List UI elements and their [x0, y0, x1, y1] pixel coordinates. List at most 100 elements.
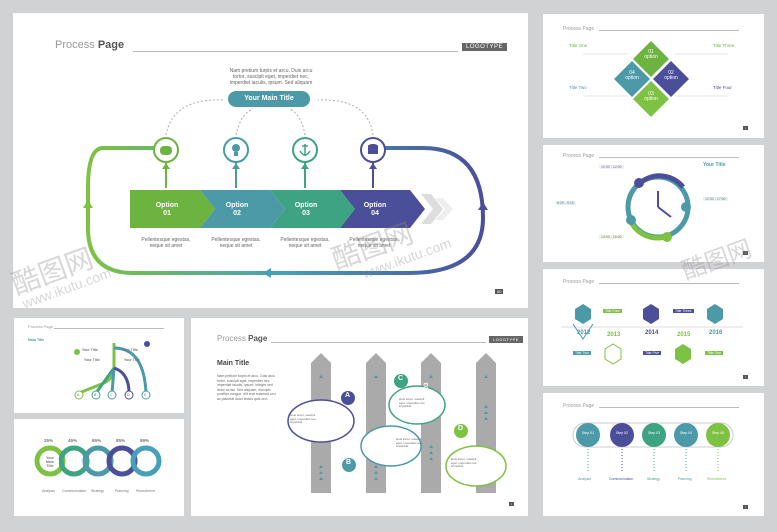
- ring-label-1: Analysis: [42, 489, 56, 493]
- chevron-tail-2: [435, 198, 453, 220]
- intro-text: Nam pretium turpis et arcu. Duis arcu to…: [229, 68, 313, 86]
- arrows-letter-a: A: [345, 392, 351, 399]
- tree-letter-b: B: [94, 393, 97, 397]
- arrows-step-2: Step 02: [369, 436, 375, 458]
- cloud-text-1: Duis tortor, suscipit eget, imperdiet ne…: [290, 413, 317, 424]
- arrows-letter-c: C: [398, 375, 404, 382]
- title-rule: [133, 51, 458, 52]
- steps-slide-title: Process Page: [563, 403, 595, 409]
- step-label-5: Step 05: [711, 431, 725, 435]
- clock-slide-title: Process Page: [563, 153, 595, 159]
- time-label-1: 10:00 - 12:00: [599, 165, 624, 169]
- timeline-tag-1: Title Four: [603, 309, 622, 313]
- year-2013: 2013: [607, 332, 621, 338]
- timeline-tag-2: Title Three: [673, 309, 694, 313]
- option-arrow-3: [270, 190, 355, 228]
- steps-caption-1: Analysis: [578, 477, 592, 481]
- ring-center-title: Your Main Title: [46, 456, 54, 468]
- steps-caption-2: Communication: [609, 477, 634, 481]
- option-desc-1: Pellentesque egestas, neque sit amet: [141, 237, 191, 249]
- arrows-body: Nam pretium turpis et arcu. Duis arcu to…: [217, 374, 277, 401]
- year-2015: 2015: [677, 332, 691, 338]
- dash-link-3: [288, 108, 306, 136]
- steps-caption-4: Planning: [678, 477, 692, 481]
- tree-letter-d: D: [127, 393, 130, 397]
- diamond-slide-title: Process Page: [563, 26, 595, 32]
- tree-main-title: Main Title: [28, 338, 45, 342]
- dash-link-2: [235, 108, 254, 136]
- arrows-main-title: Main Title: [217, 360, 250, 367]
- year-2012: 2012: [577, 330, 591, 336]
- diamond-grid: [583, 41, 728, 117]
- timeline-slide-title: Process Page: [563, 279, 595, 285]
- timeline-hexagons: [561, 304, 743, 365]
- steps-caption-3: Strategy: [647, 477, 661, 481]
- time-label-3: 12:30 - 17:00: [703, 197, 728, 201]
- steps-circles-slide: Process Page Step 01 Step 02 Step 03 Ste…: [543, 393, 764, 516]
- arrows-diagram: [287, 353, 507, 493]
- rings-diagram: [34, 445, 162, 477]
- tree-your-title-1: Your Title: [82, 348, 98, 352]
- tree-slide-title: Process Page: [28, 324, 53, 329]
- ring-pct-4: 85%: [116, 438, 126, 443]
- diamond-slide: Process Page Title One Title Three Title…: [543, 14, 764, 138]
- step-label-2: Step 02: [615, 431, 629, 435]
- ring-pct-5: 99%: [140, 438, 150, 443]
- timeline-slide: Process Page 2012 2013 2014 2015 2016 Ti…: [543, 269, 764, 386]
- loop-arrow-up-right: [478, 202, 488, 210]
- option-arrow-4: [340, 190, 425, 228]
- time-label-2: 8:00 - 9:15: [555, 201, 576, 205]
- option-desc-3: Pellentesque egestas, neque sit amet: [280, 237, 330, 249]
- rings-slide: 25% 45% 65% 85% 99% Your Main Title Anal…: [14, 419, 184, 516]
- ring-pct-2: 45%: [68, 438, 78, 443]
- cloud-text-3: Duis tortor, suscipit eget, imperdiet ne…: [399, 397, 426, 408]
- arrows-logotype: LOGOTYPE: [489, 336, 524, 343]
- icon-circle-2: [223, 137, 249, 188]
- dash-arc-right: [317, 99, 374, 136]
- ring-label-3: Strategy: [91, 489, 105, 493]
- ring-label-4: Planning: [115, 489, 129, 493]
- option-desc-2: Pellentesque egestas, neque sit amet: [211, 237, 261, 249]
- ring-label-2: Communication: [62, 489, 87, 493]
- chevron-tail-1: [421, 194, 443, 224]
- step-label-4: Step 04: [679, 431, 693, 435]
- tree-letter-a: A: [77, 393, 80, 397]
- tree-letter-c: C: [110, 393, 113, 397]
- clock-diagram: [625, 173, 691, 242]
- process-diagram: [83, 99, 488, 278]
- clock-your-title: Your Title: [703, 162, 726, 168]
- tree-your-title-3: Your Title: [84, 358, 100, 362]
- year-2016: 2016: [709, 330, 723, 336]
- tree-slide: Process Page Main Title Your Title Your …: [14, 318, 184, 413]
- tree-letter-e: E: [144, 393, 147, 397]
- option-arrow-2: [200, 190, 285, 228]
- option-arrow-1: [130, 190, 215, 228]
- ring-pct-1: 25%: [44, 438, 54, 443]
- arrows-slide-title: Process Page: [217, 334, 268, 343]
- timeline-tag-3: Title Two: [573, 351, 591, 355]
- timeline-tag-4: Title Five: [643, 351, 662, 355]
- page-number: 50: [495, 289, 504, 294]
- timeline-tag-5: Title One: [705, 351, 724, 355]
- main-slide-title: Process Page: [55, 39, 125, 51]
- arrows-slide: Process Page LOGOTYPE Main Title Nam pre…: [191, 318, 528, 516]
- steps-circles: [572, 422, 734, 473]
- diamond-title-two: Title Two: [569, 85, 587, 90]
- time-label-4: 14:00 - 16:00: [599, 235, 624, 239]
- loop-track: [86, 146, 486, 275]
- option-desc-4: Pellentesque egestas, neque sit amet: [349, 237, 399, 249]
- diamond-title-one: Title One: [569, 43, 588, 48]
- step-label-3: Step 03: [647, 431, 661, 435]
- cloud-text-2: Duis tortor, suscipit eget, imperdiet ne…: [396, 437, 423, 448]
- ring-pct-3: 65%: [92, 438, 102, 443]
- tree-your-title-2: Your Title: [122, 348, 138, 352]
- cloud-text-4: Duis tortor, suscipit eget, imperdiet ne…: [451, 457, 478, 468]
